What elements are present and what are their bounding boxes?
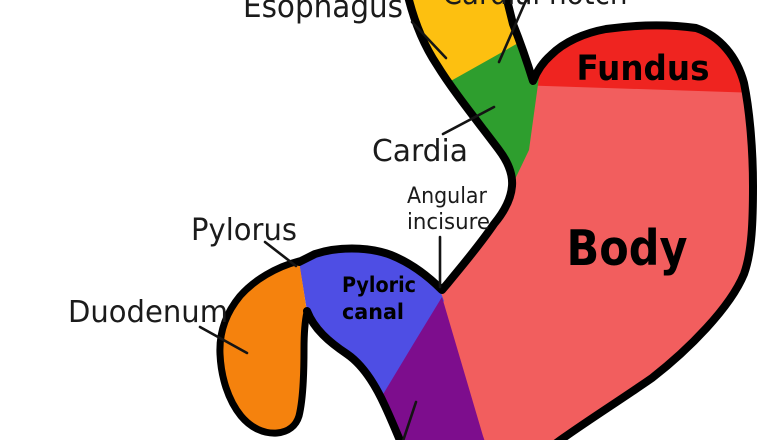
duodenum-label: Duodenum [68,295,228,330]
angular-incisure-label-line1: Angular [407,183,488,209]
esophagus-label: Esophagus [243,0,403,25]
stomach-outline [295,0,757,440]
pyloric-canal-label-line2: canal [342,300,404,325]
fundus-label: Fundus [577,49,710,89]
pylorus-leader-line [263,240,298,268]
esophagus-leader-line [410,20,448,60]
cardial-notch-leader-line [497,0,528,64]
angular-incisure-label-line2: incisure [407,209,490,235]
body-label: Body [567,220,688,277]
pylorus-label: Pylorus [191,213,297,248]
duodenum-leader-line [198,325,249,355]
cardial-notch-label: Cardial notch [443,0,628,12]
cardia-label: Cardia [372,134,468,169]
duodenum-region [219,261,307,434]
pyloric-canal-label-line1: Pyloric [342,273,416,298]
duodenum-outline [216,257,311,437]
cardia-leader-line [441,105,496,136]
